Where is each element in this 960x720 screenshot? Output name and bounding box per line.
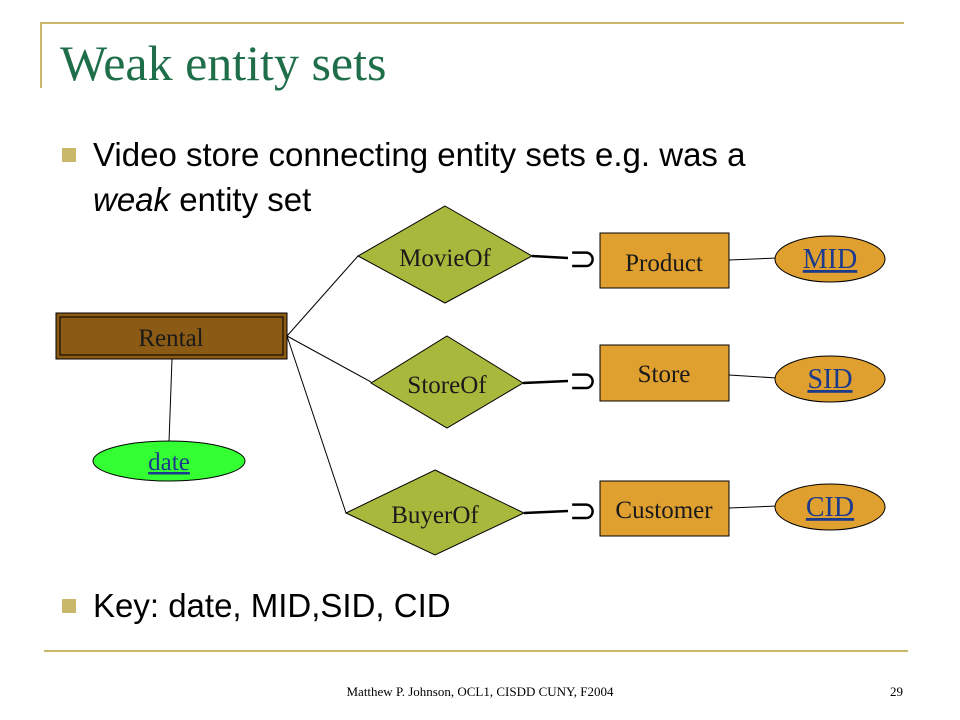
- date-attribute-label: date: [148, 449, 190, 476]
- left-rule: [40, 22, 42, 88]
- superset-symbol: ⊃: [569, 363, 598, 400]
- bullet-1-line-2: weak entity set: [93, 180, 311, 220]
- bottom-rule: [44, 650, 908, 652]
- rental-buyerof-line: [286, 335, 347, 514]
- sid-attribute-label: SID: [807, 364, 852, 395]
- weak-emphasis: weak: [93, 181, 171, 218]
- bullet-2: Key: date, MID,SID, CID: [93, 587, 451, 624]
- mid-attribute: [774, 235, 886, 283]
- date-attribute: [92, 440, 246, 482]
- customer-entity-label: Customer: [615, 497, 713, 524]
- store-entity-label: Store: [638, 361, 691, 388]
- movieof-product-line: [531, 254, 569, 260]
- rental-entity-inner-border: [59, 316, 284, 356]
- page-number: 29: [890, 684, 903, 699]
- bullet-marker: [62, 599, 76, 613]
- storeof-store-line: [522, 379, 569, 385]
- storeof-relationship: [370, 335, 524, 429]
- bullet-1-line-2-rest: entity set: [170, 181, 312, 218]
- buyerof-label: BuyerOf: [391, 502, 479, 529]
- customer-cid-line: [728, 505, 778, 509]
- rental-entity-box: [55, 312, 288, 360]
- slide-title: Weak entity sets: [60, 35, 387, 91]
- customer-entity-box: [599, 480, 730, 537]
- rental-date-line: [168, 358, 173, 443]
- bullet-1-line-1: Video store connecting entity sets e.g. …: [93, 136, 746, 173]
- mid-attribute-label: MID: [803, 244, 857, 275]
- rental-movieof-line: [286, 255, 359, 337]
- store-entity-box: [599, 344, 730, 402]
- superset-symbol: ⊃: [569, 493, 598, 530]
- rental-storeof-line: [286, 335, 372, 383]
- product-mid-line: [728, 257, 778, 261]
- buyerof-customer-line: [523, 509, 569, 515]
- rental-entity-label: Rental: [138, 325, 203, 352]
- sid-attribute: [774, 355, 886, 403]
- top-rule: [40, 22, 904, 24]
- store-sid-line: [728, 374, 778, 379]
- cid-attribute: [774, 483, 886, 531]
- movieof-label: MovieOf: [399, 245, 491, 272]
- buyerof-relationship: [344, 469, 526, 556]
- bullet-marker: [62, 148, 76, 162]
- product-entity-label: Product: [625, 250, 703, 277]
- cid-attribute-label: CID: [806, 492, 854, 523]
- movieof-relationship: [356, 205, 534, 304]
- superset-symbol: ⊃: [569, 241, 598, 278]
- product-entity-box: [599, 232, 730, 289]
- storeof-label: StoreOf: [407, 372, 487, 399]
- slide-footer: Matthew P. Johnson, OCL1, CISDD CUNY, F2…: [346, 684, 614, 699]
